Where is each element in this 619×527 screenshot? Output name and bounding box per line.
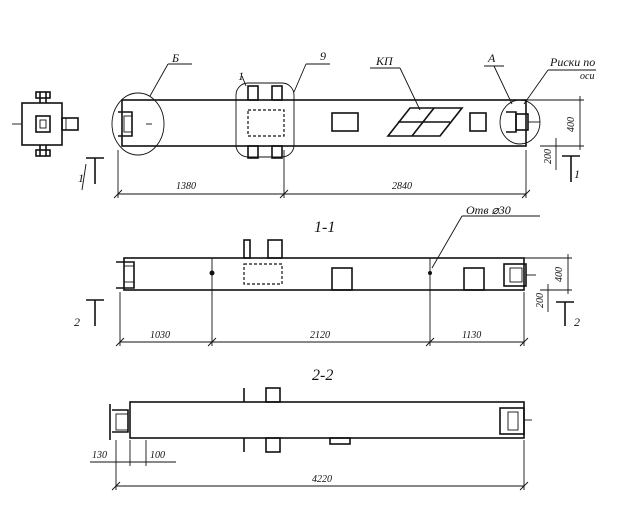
detail-box-1 bbox=[235, 82, 295, 158]
callout-risk-axis-2: оси bbox=[580, 71, 594, 82]
cut2-right: 2 bbox=[574, 315, 580, 329]
top-view bbox=[111, 63, 596, 159]
cut2-left: 2 bbox=[74, 315, 80, 329]
detail-circle-b bbox=[111, 92, 165, 156]
section-1-1-view bbox=[116, 215, 540, 346]
dim-mid-height: 400 bbox=[554, 267, 565, 282]
callout-1: 1 bbox=[238, 69, 244, 83]
callout-risk-axis: Риски по bbox=[549, 55, 595, 69]
dim-top-right: 2840 bbox=[392, 181, 412, 192]
callout-b: Б bbox=[171, 51, 179, 65]
section-2-2-title: 2-2 bbox=[312, 367, 333, 384]
callout-kp: КП bbox=[375, 54, 394, 68]
bot-dimensions bbox=[90, 440, 529, 491]
cut-mark-left-top bbox=[81, 157, 104, 191]
cut1-right: 1 bbox=[574, 167, 580, 181]
dim-mid-height-small: 200 bbox=[535, 293, 546, 308]
dim-top-height-small: 200 bbox=[543, 149, 554, 164]
dim-mid-right: 1130 bbox=[462, 330, 481, 341]
side-view bbox=[12, 91, 79, 157]
dim-top-height: 400 bbox=[566, 117, 577, 132]
callout-hole: Отв ⌀30 bbox=[466, 203, 511, 217]
mid-dimensions bbox=[86, 254, 574, 347]
dim-bot-total: 4220 bbox=[312, 474, 332, 485]
callout-9: 9 bbox=[320, 49, 326, 63]
top-dimensions bbox=[113, 96, 584, 199]
dim-mid-left: 1030 bbox=[150, 330, 170, 341]
dim-bot-left-a: 130 bbox=[92, 450, 107, 461]
section-1-1-title: 1-1 bbox=[314, 219, 335, 236]
dim-mid-center: 2120 bbox=[310, 330, 330, 341]
dim-bot-left-b: 100 bbox=[150, 450, 165, 461]
callout-a: А bbox=[487, 51, 496, 65]
cut1-left: 1 bbox=[78, 171, 84, 185]
dim-top-left: 1380 bbox=[176, 181, 196, 192]
section-2-2-view bbox=[109, 387, 532, 453]
